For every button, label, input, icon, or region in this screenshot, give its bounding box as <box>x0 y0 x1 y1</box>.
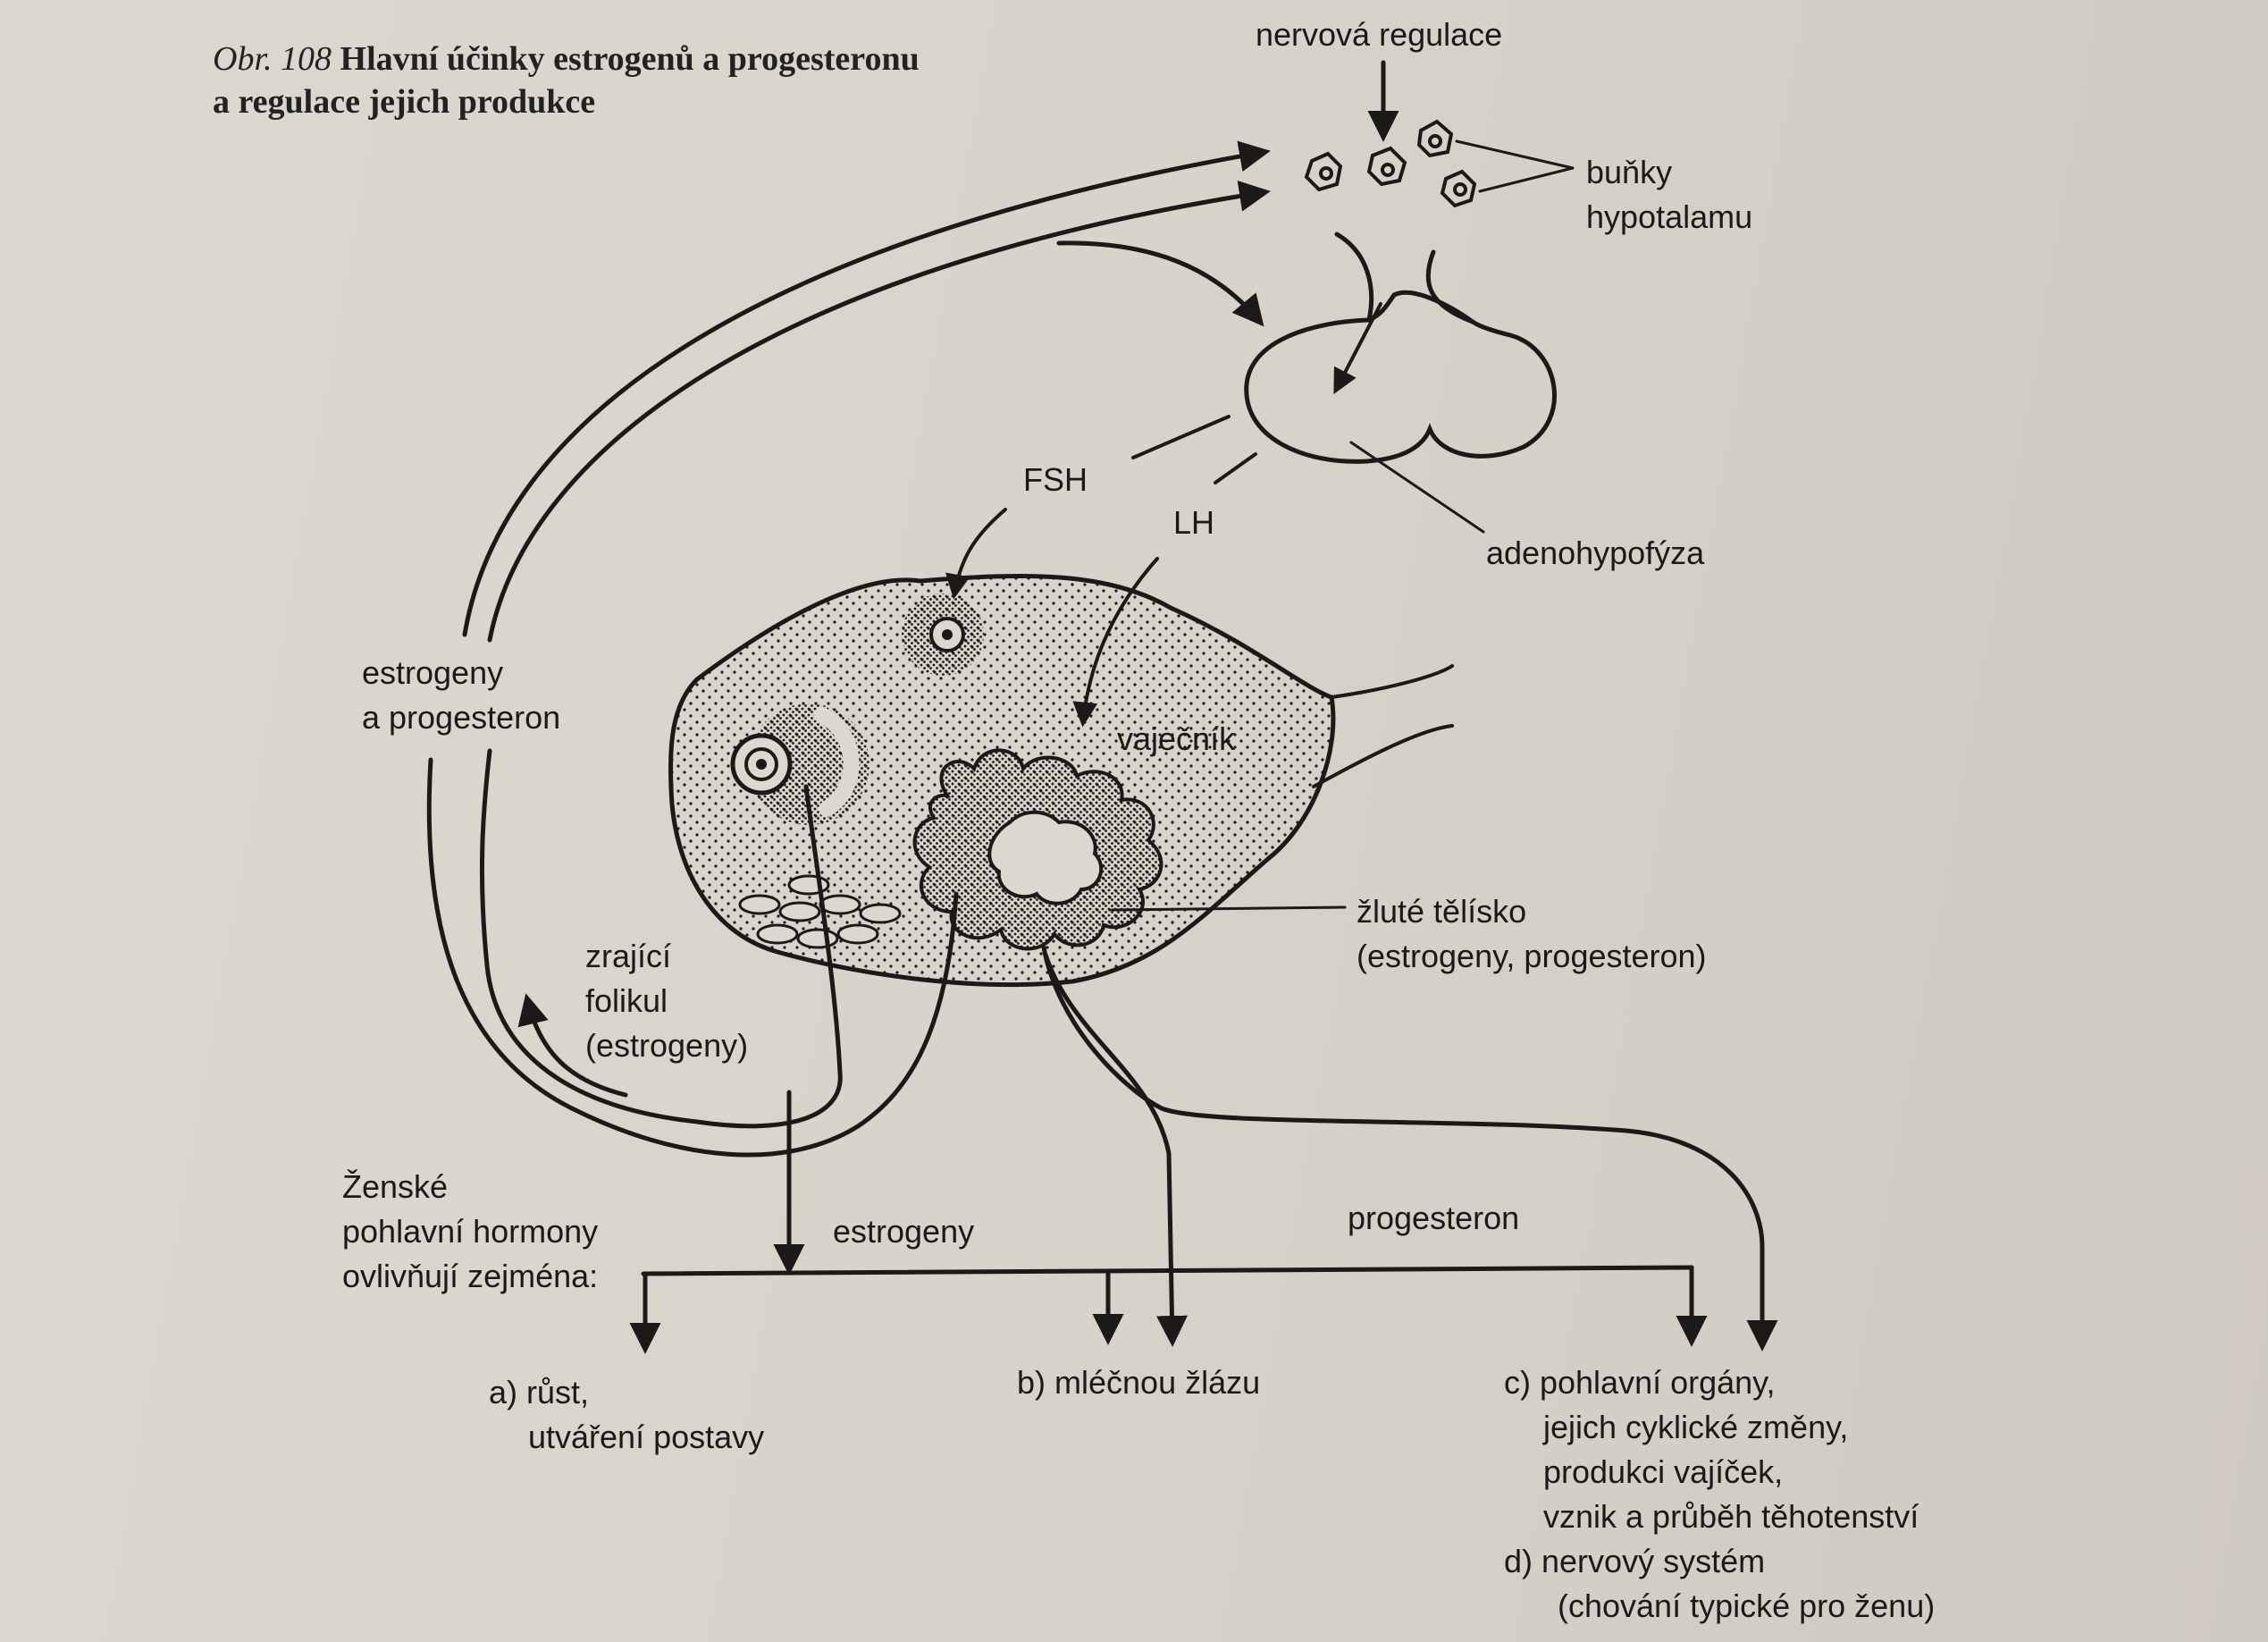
effects-bus-line <box>641 1265 1694 1276</box>
hypothalamus-to-pituitary-arrow <box>1333 302 1382 394</box>
corpus-luteum-label: žluté tělísko (estrogeny, progesteron) <box>1357 893 1707 974</box>
effect-c-reproductive: c) pohlavní orgány, jejich cyklické změn… <box>1504 1364 1919 1535</box>
lh-line <box>1214 452 1257 484</box>
progesterone-to-mammary <box>1043 952 1188 1347</box>
adenohypophysis-pointer <box>1349 441 1485 534</box>
estrogens-output-label: estrogeny <box>833 1213 975 1250</box>
lh-label: LH <box>1173 504 1215 541</box>
effect-d-nervous: d) nervový systém (chování typické pro ž… <box>1504 1543 1936 1624</box>
effect-b-mammary: b) mléčnou žlázu <box>1017 1364 1261 1401</box>
figure-number: Obr. 108 <box>213 40 332 78</box>
feedback-label: estrogeny a progesteron <box>362 654 561 736</box>
hypothalamus-cells <box>1304 119 1477 208</box>
corpus-luteum-cavity <box>987 810 1104 905</box>
feedback-inner-line <box>487 181 1271 643</box>
adenohypophysis-label: adenohypofýza <box>1486 535 1705 571</box>
adenohypophysis-outline <box>1244 290 1557 464</box>
maturing-follicle-label: zrající folikul (estrogeny) <box>585 938 749 1064</box>
follicle-feedback-line <box>479 748 843 1129</box>
feedback-outer-return <box>426 757 959 1158</box>
feedback-outer-line <box>462 140 1271 637</box>
ovary-ligament <box>1312 664 1454 788</box>
female-hormones-label: Ženské pohlavní hormony ovlivňují zejmén… <box>342 1168 599 1294</box>
nervous-regulation-label: nervová regulace <box>1256 16 1503 53</box>
caption-line-1: Obr. 108 Hlavní účinky estrogenů a proge… <box>213 40 920 78</box>
pituitary-stalk <box>1334 232 1475 324</box>
ovary-label: vaječník <box>1117 720 1236 757</box>
fsh-label: FSH <box>1023 461 1088 498</box>
caption-line-2: a regulace jejich produkce <box>213 83 596 121</box>
figure-caption: Obr. 108 Hlavní účinky estrogenů a proge… <box>213 38 920 123</box>
hypothalamus-pointer-line <box>1455 139 1575 193</box>
hypothalamus-cells-label: buňky hypotalamu <box>1586 154 1753 235</box>
progesterone-line <box>1041 945 1778 1351</box>
follicle-feedback-arrow <box>517 993 628 1098</box>
progesterone-output-label: progesteron <box>1348 1200 1520 1236</box>
fsh-line <box>1131 415 1231 459</box>
effect-a-growth: a) růst, utváření postavy <box>489 1374 765 1455</box>
corpus-luteum-pointer <box>1111 905 1347 912</box>
hypothalamus-to-pituitary-curve <box>1056 240 1264 327</box>
